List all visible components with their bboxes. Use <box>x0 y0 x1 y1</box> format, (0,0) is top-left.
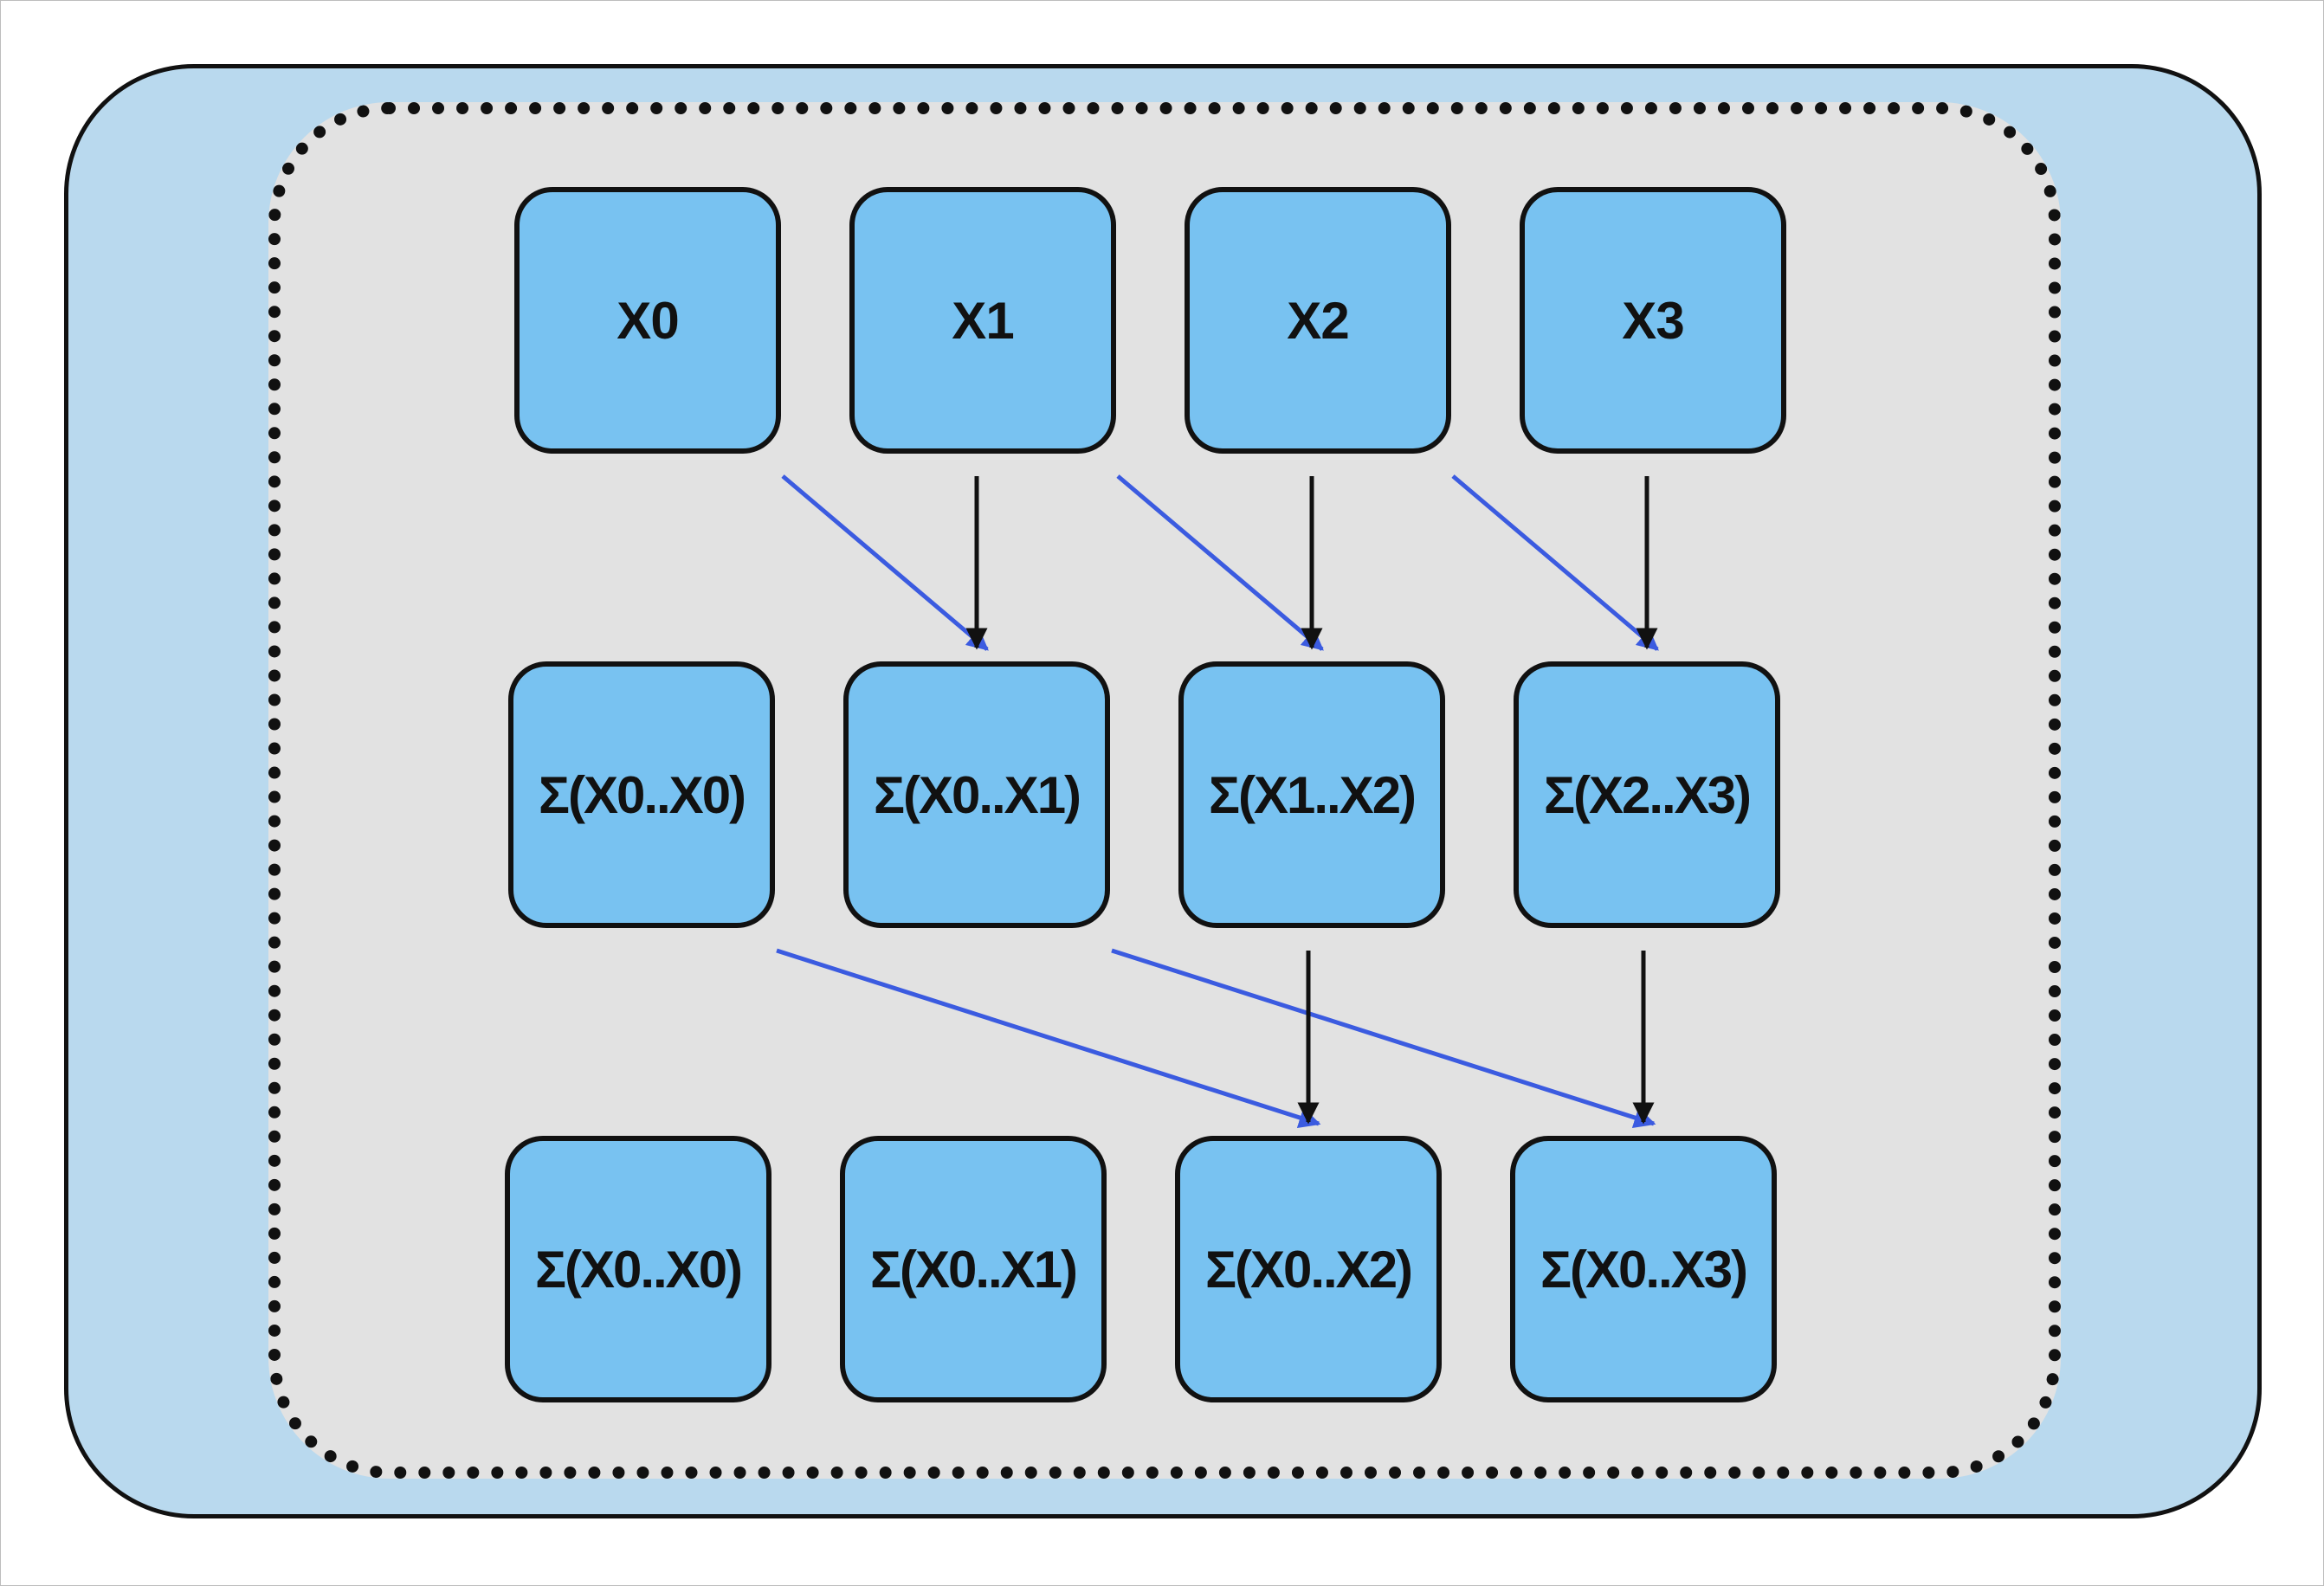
input-node-x3: X3 <box>1520 187 1786 454</box>
step1-node-3: Σ(X2..X3) <box>1514 661 1780 928</box>
input-node-x2: X2 <box>1185 187 1451 454</box>
step1-node-1: Σ(X0..X1) <box>843 661 1110 928</box>
step2-node-0: Σ(X0..X0) <box>505 1136 771 1402</box>
step1-node-0: Σ(X0..X0) <box>508 661 775 928</box>
step2-node-1: Σ(X0..X1) <box>840 1136 1107 1402</box>
input-node-x0: X0 <box>514 187 781 454</box>
step1-node-2: Σ(X1..X2) <box>1178 661 1445 928</box>
step2-node-2: Σ(X0..X2) <box>1175 1136 1442 1402</box>
step2-node-3: Σ(X0..X3) <box>1510 1136 1777 1402</box>
input-node-x1: X1 <box>849 187 1116 454</box>
